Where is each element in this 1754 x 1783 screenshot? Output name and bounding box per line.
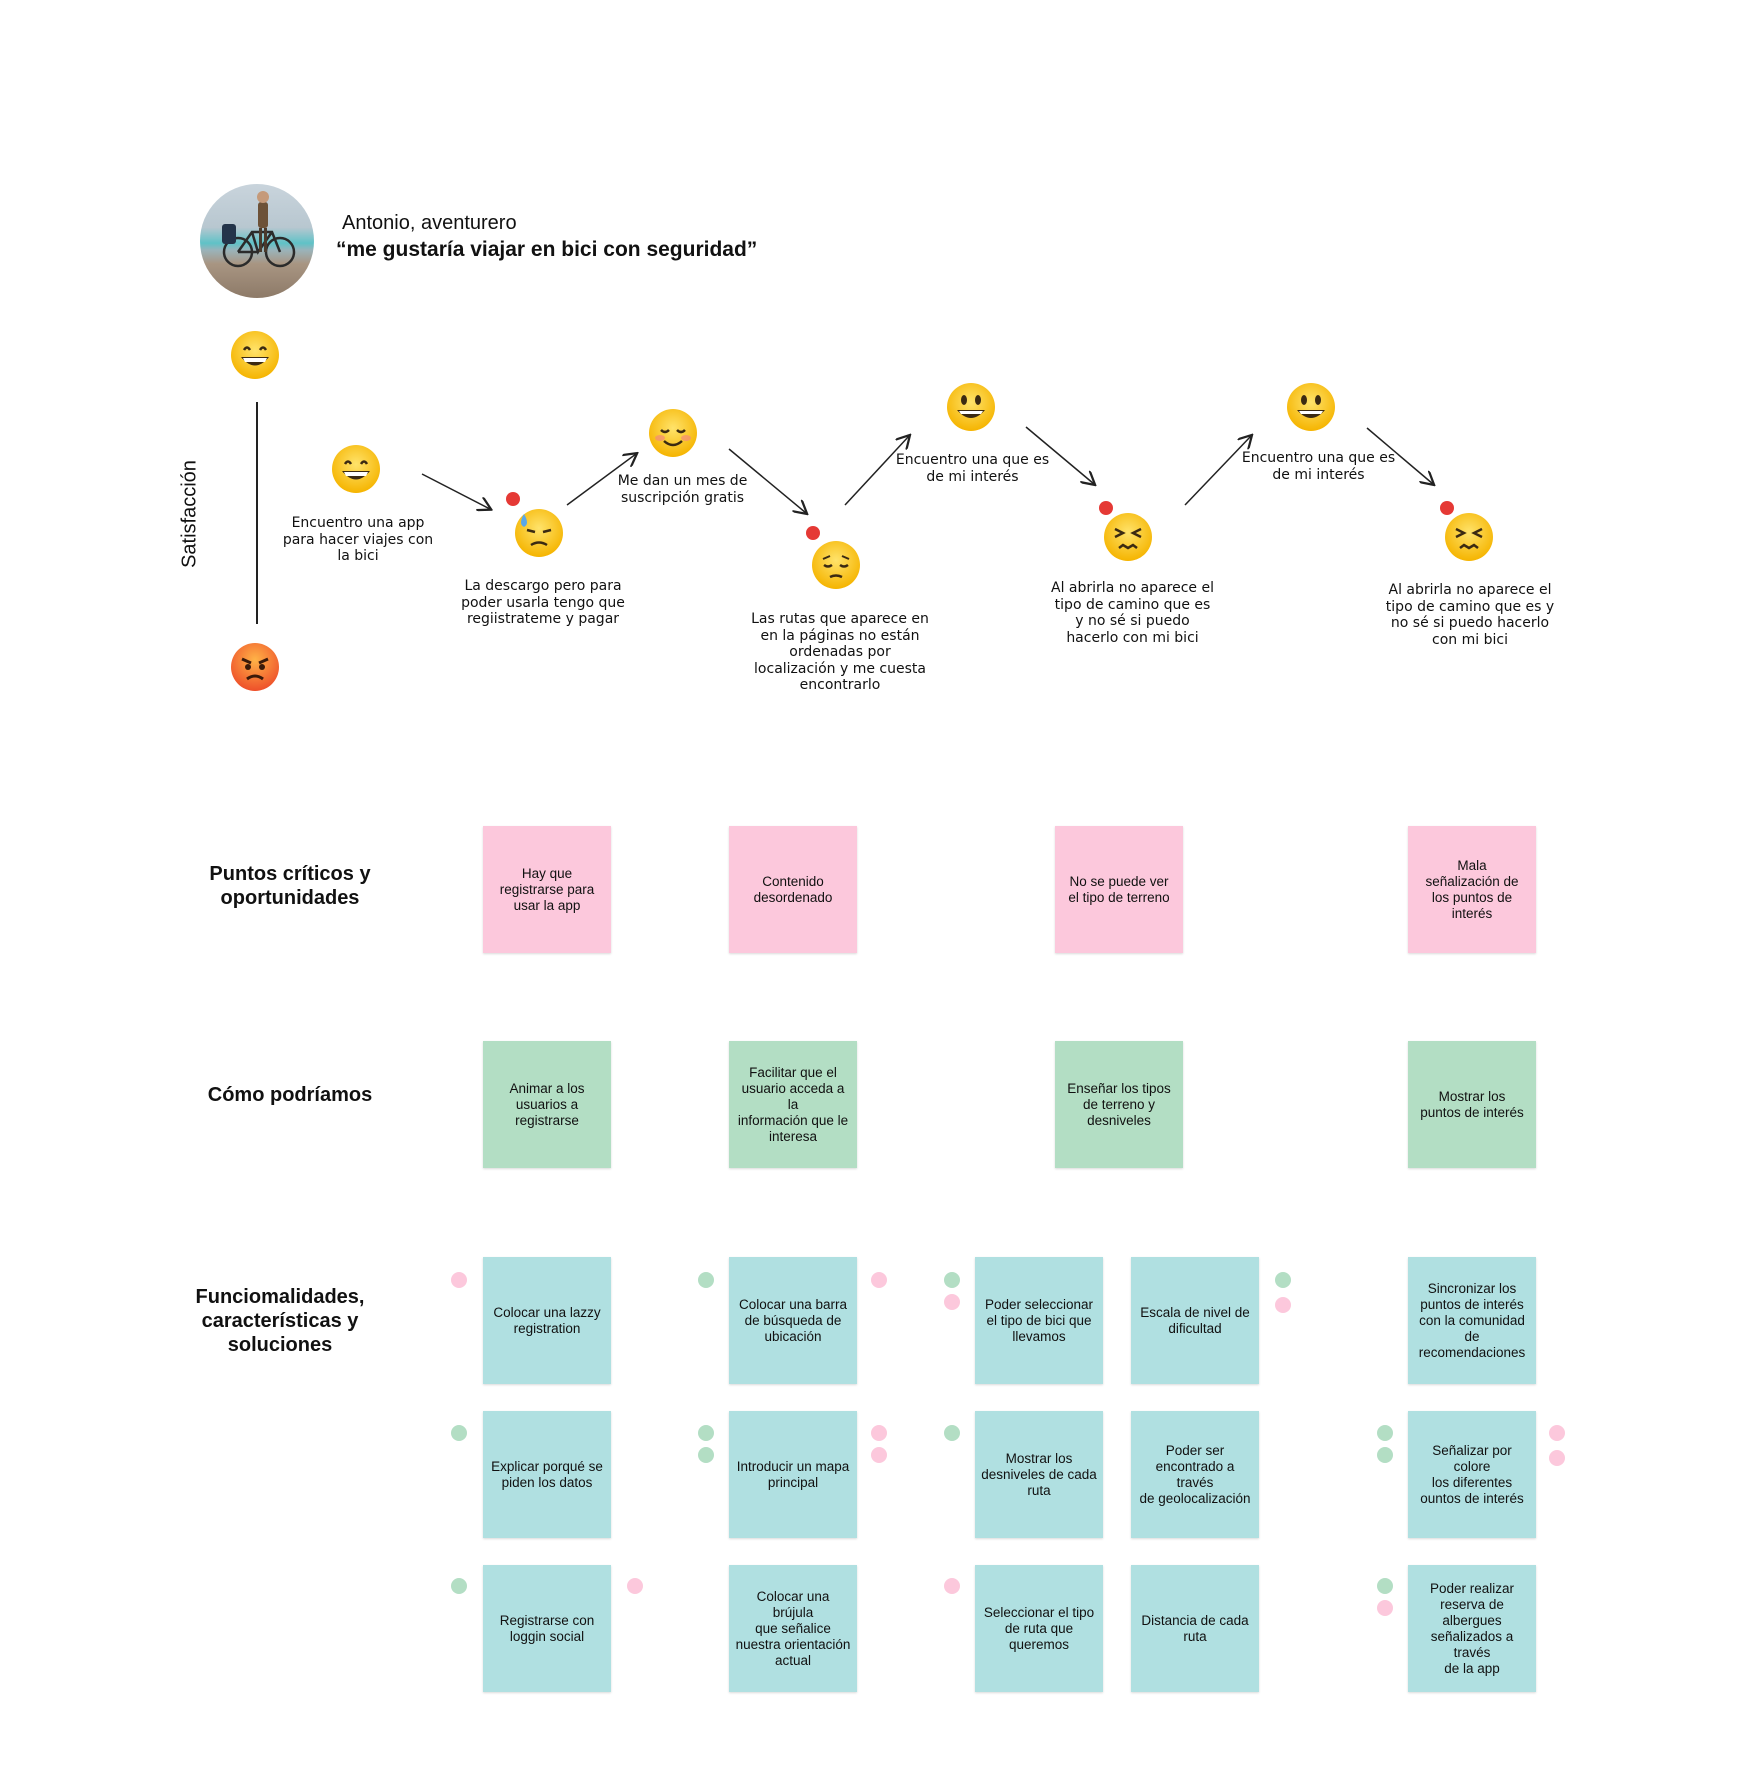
- critical-note: No se puede ver el tipo de terreno: [1055, 826, 1183, 953]
- grinning-face-icon: [331, 444, 381, 499]
- vote-dot: [1275, 1297, 1291, 1313]
- smiling-blush-face-icon: [648, 408, 698, 463]
- journey-step-text: Las rutas que aparece en en la páginas n…: [751, 611, 929, 693]
- feature-note: Poder realizar reserva de albergues seña…: [1408, 1565, 1536, 1692]
- persevering-face-icon: [1444, 512, 1494, 567]
- critical-note: Hay que registrarse para usar la app: [483, 826, 611, 953]
- feature-note: Colocar una brújula que señalice nuestra…: [729, 1565, 857, 1692]
- arrow-3: [728, 448, 806, 513]
- vote-dot: [1377, 1578, 1393, 1594]
- vote-dot: [698, 1272, 714, 1288]
- arrow-7: [1366, 427, 1433, 484]
- downcast-sweat-face-icon: [514, 508, 564, 563]
- journey-step-text: Al abrirla no aparece el tipo de camino …: [1385, 582, 1555, 648]
- feature-note: Colocar una lazzy registration: [483, 1257, 611, 1384]
- feature-note: Escala de nivel de dificultad: [1131, 1257, 1259, 1384]
- pain-point-dot: [1099, 501, 1113, 515]
- vote-dot: [1549, 1450, 1565, 1466]
- arrow-6: [1184, 436, 1251, 506]
- how-note: Facilitar que el usuario acceda a la inf…: [729, 1041, 857, 1168]
- satisfaction-axis-line: [256, 402, 258, 624]
- feature-note: Mostrar los desniveles de cada ruta: [975, 1411, 1103, 1538]
- feature-note: Introducir un mapa principal: [729, 1411, 857, 1538]
- smiley-face-icon: [1286, 382, 1336, 437]
- pain-point-dot: [506, 492, 520, 506]
- persona-quote: “me gustaría viajar en bici con segurida…: [336, 238, 758, 261]
- how-note: Enseñar los tipos de terreno y desnivele…: [1055, 1041, 1183, 1168]
- pain-point-dot: [1440, 501, 1454, 515]
- journey-step-text: Encuentro una app para hacer viajes con …: [282, 515, 434, 564]
- vote-dot: [1377, 1600, 1393, 1616]
- vote-dot: [871, 1272, 887, 1288]
- feature-note: Sincronizar los puntos de interés con la…: [1408, 1257, 1536, 1384]
- journey-step-text: Me dan un mes de suscripción gratis: [617, 473, 748, 506]
- vote-dot: [698, 1447, 714, 1463]
- pensive-face-icon: [811, 540, 861, 595]
- smiley-face-icon: [946, 382, 996, 437]
- vote-dot: [451, 1578, 467, 1594]
- vote-dot: [627, 1578, 643, 1594]
- persona-avatar: [200, 184, 314, 298]
- vote-dot: [1275, 1272, 1291, 1288]
- critical-note: Mala señalización de los puntos de inter…: [1408, 826, 1536, 953]
- vote-dot: [944, 1578, 960, 1594]
- vote-dot: [871, 1425, 887, 1441]
- persevering-face-icon: [1103, 512, 1153, 567]
- vote-dot: [871, 1447, 887, 1463]
- journey-step-text: Encuentro una que es de mi interés: [1241, 450, 1396, 483]
- feature-note: Seleccionar el tipo de ruta que queremos: [975, 1565, 1103, 1692]
- vote-dot: [944, 1272, 960, 1288]
- feature-note: Señalizar por colore los diferentes ount…: [1408, 1411, 1536, 1538]
- pain-point-dot: [806, 526, 820, 540]
- how-note: Animar a los usuarios a registrarse: [483, 1041, 611, 1168]
- vote-dot: [698, 1425, 714, 1441]
- feature-note: Poder seleccionar el tipo de bici que ll…: [975, 1257, 1103, 1384]
- feature-note: Colocar una barra de búsqueda de ubicaci…: [729, 1257, 857, 1384]
- row-label-features: Funciomalidades, características y soluc…: [195, 1286, 365, 1356]
- arrow-2: [566, 454, 636, 506]
- happy-axis-icon: [230, 330, 280, 385]
- feature-note: Explicar porqué se piden los datos: [483, 1411, 611, 1538]
- journey-step-text: La descargo pero para poder usarla tengo…: [461, 578, 625, 627]
- vote-dot: [944, 1294, 960, 1310]
- journey-arrows: [421, 426, 1754, 720]
- row-label-how: Cómo podríamos: [207, 1084, 373, 1106]
- angry-axis-icon: [230, 642, 280, 697]
- feature-note: Poder ser encontrado a través de geoloca…: [1131, 1411, 1259, 1538]
- arrow-1: [421, 473, 490, 509]
- critical-note: Contenido desordenado: [729, 826, 857, 953]
- persona-name: Antonio, aventurero: [342, 212, 517, 234]
- vote-dot: [451, 1272, 467, 1288]
- feature-note: Distancia de cada ruta: [1131, 1565, 1259, 1692]
- vote-dot: [451, 1425, 467, 1441]
- journey-step-text: Encuentro una que es de mi interés: [895, 452, 1050, 485]
- arrow-5: [1025, 426, 1094, 484]
- row-label-critical: Puntos críticos y oportunidades: [209, 863, 371, 909]
- vote-dot: [944, 1425, 960, 1441]
- vote-dot: [1377, 1447, 1393, 1463]
- journey-step-text: Al abrirla no aparece el tipo de camino …: [1051, 580, 1214, 646]
- vote-dot: [1549, 1425, 1565, 1441]
- how-note: Mostrar los puntos de interés: [1408, 1041, 1536, 1168]
- vote-dot: [1377, 1425, 1393, 1441]
- feature-note: Registrarse con loggin social: [483, 1565, 611, 1692]
- arrow-4: [844, 436, 909, 506]
